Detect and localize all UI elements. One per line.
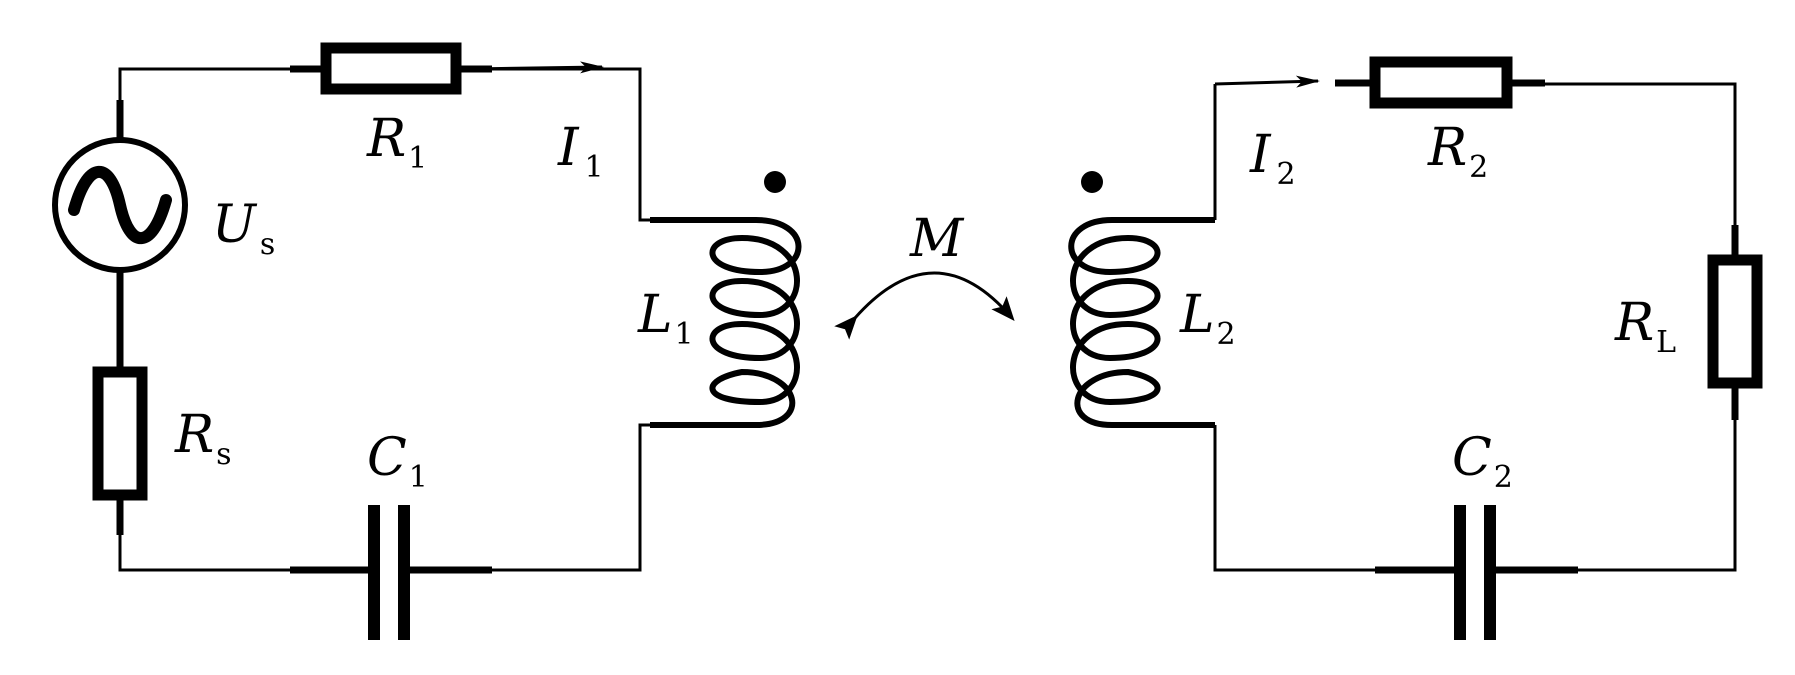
mutual-inductance-arrow xyxy=(834,271,1015,340)
primary-circuit xyxy=(52,42,802,640)
ac-source-us xyxy=(52,100,188,310)
capacitor-c1 xyxy=(290,505,492,640)
label-r1: R1 xyxy=(366,109,427,176)
label-m: M xyxy=(909,209,965,269)
secondary-circuit xyxy=(1068,56,1763,640)
polarity-dot-l2 xyxy=(1081,171,1103,193)
resistor-r1 xyxy=(290,42,492,95)
label-c1: C1 xyxy=(367,428,428,495)
label-rl: RL xyxy=(1614,293,1676,360)
resistor-r2 xyxy=(1335,56,1545,109)
capacitor-c2 xyxy=(1375,505,1578,640)
current-i2-arrow xyxy=(1214,75,1320,88)
sine-wave-icon xyxy=(68,166,172,244)
inductor-l1 xyxy=(650,171,802,428)
inductor-l2 xyxy=(1068,171,1215,428)
secondary-bottom-wire xyxy=(1213,385,1737,572)
polarity-dot-l1 xyxy=(764,171,786,193)
resistor-rs xyxy=(92,310,148,535)
resistor-rl xyxy=(1707,225,1763,420)
label-c2: C2 xyxy=(1452,428,1513,495)
label-r2: R2 xyxy=(1427,118,1488,185)
label-l1: L1 xyxy=(637,285,694,352)
label-rs: Rs xyxy=(174,405,232,472)
label-l2: L2 xyxy=(1179,285,1236,352)
